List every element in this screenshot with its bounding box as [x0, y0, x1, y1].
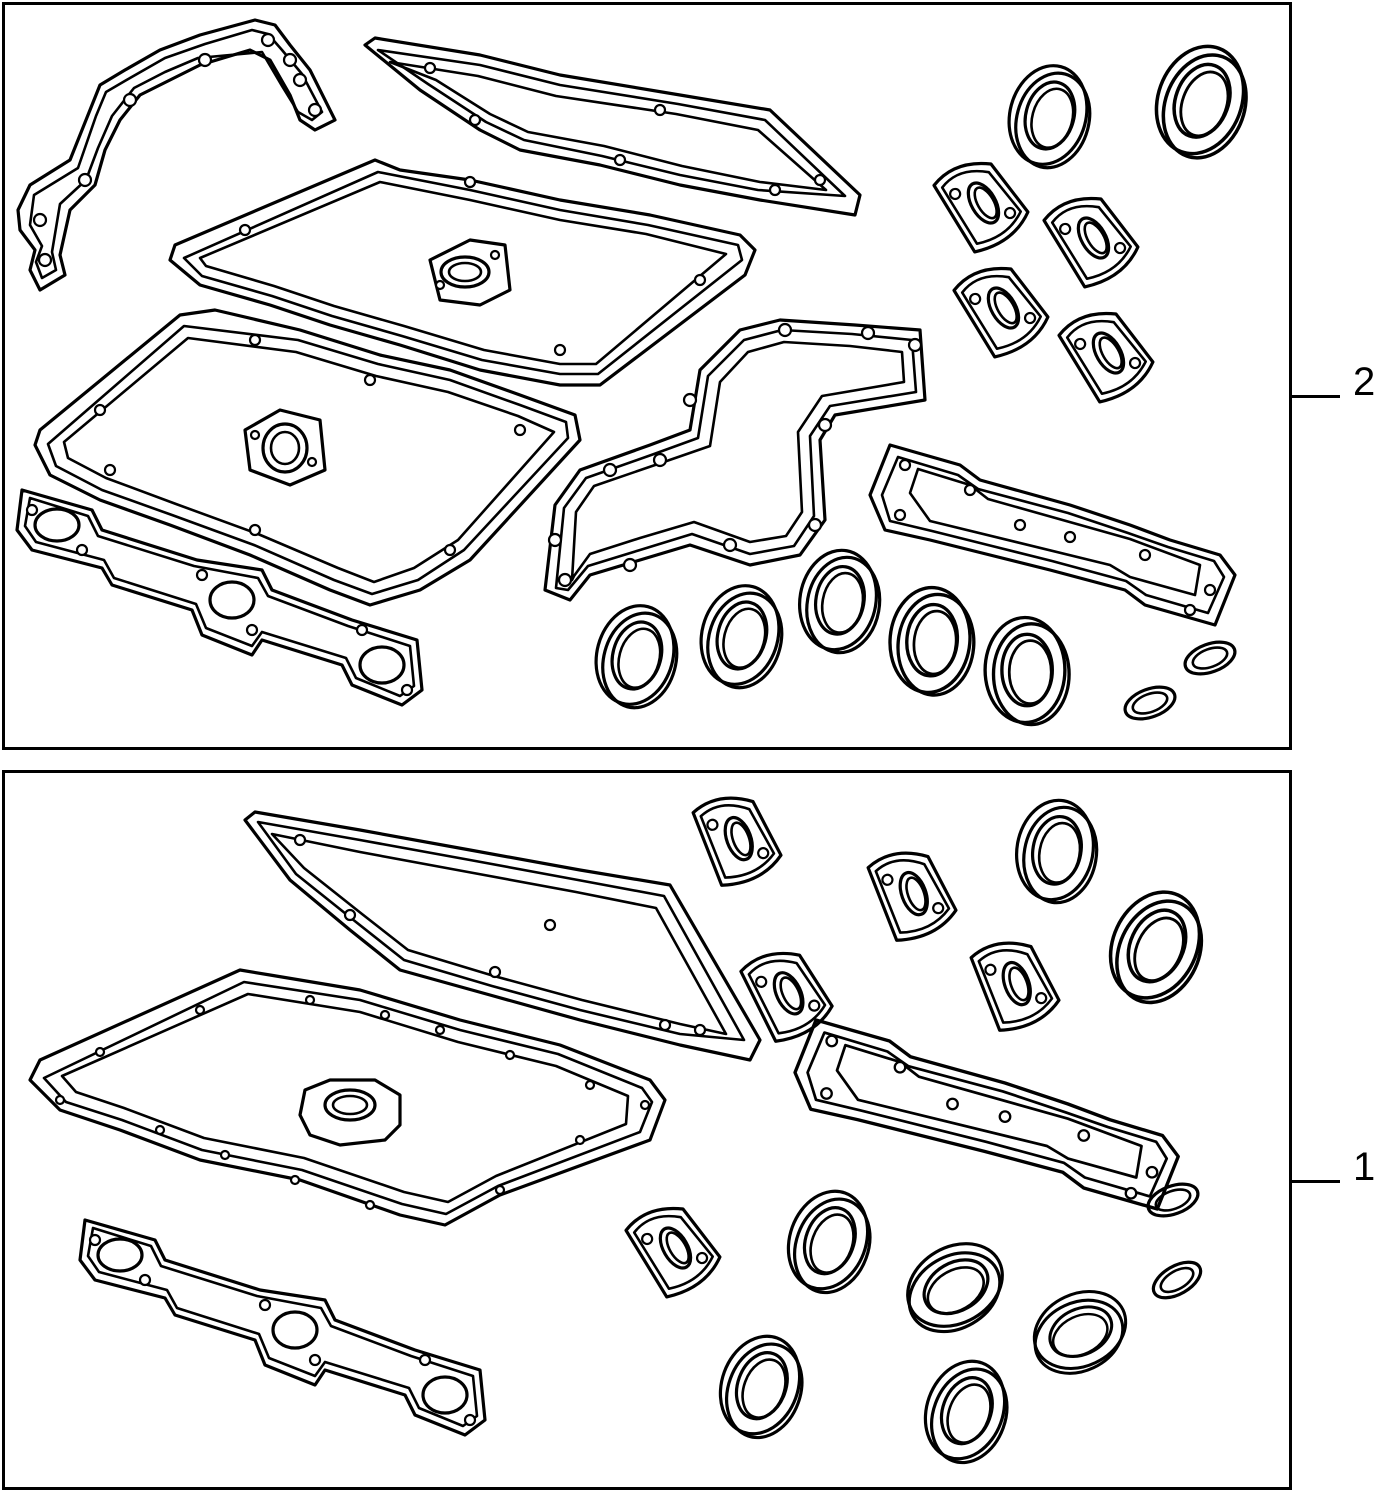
kit-2-parts	[15, 18, 1264, 727]
gasket-kit-panel-2	[2, 2, 1292, 750]
callout-leader-2	[1292, 395, 1340, 398]
callout-label-2: 2	[1353, 360, 1376, 404]
callout-leader-1	[1292, 1180, 1340, 1183]
kit-1-parts	[28, 783, 1222, 1475]
callout-label-1: 1	[1353, 1145, 1376, 1189]
